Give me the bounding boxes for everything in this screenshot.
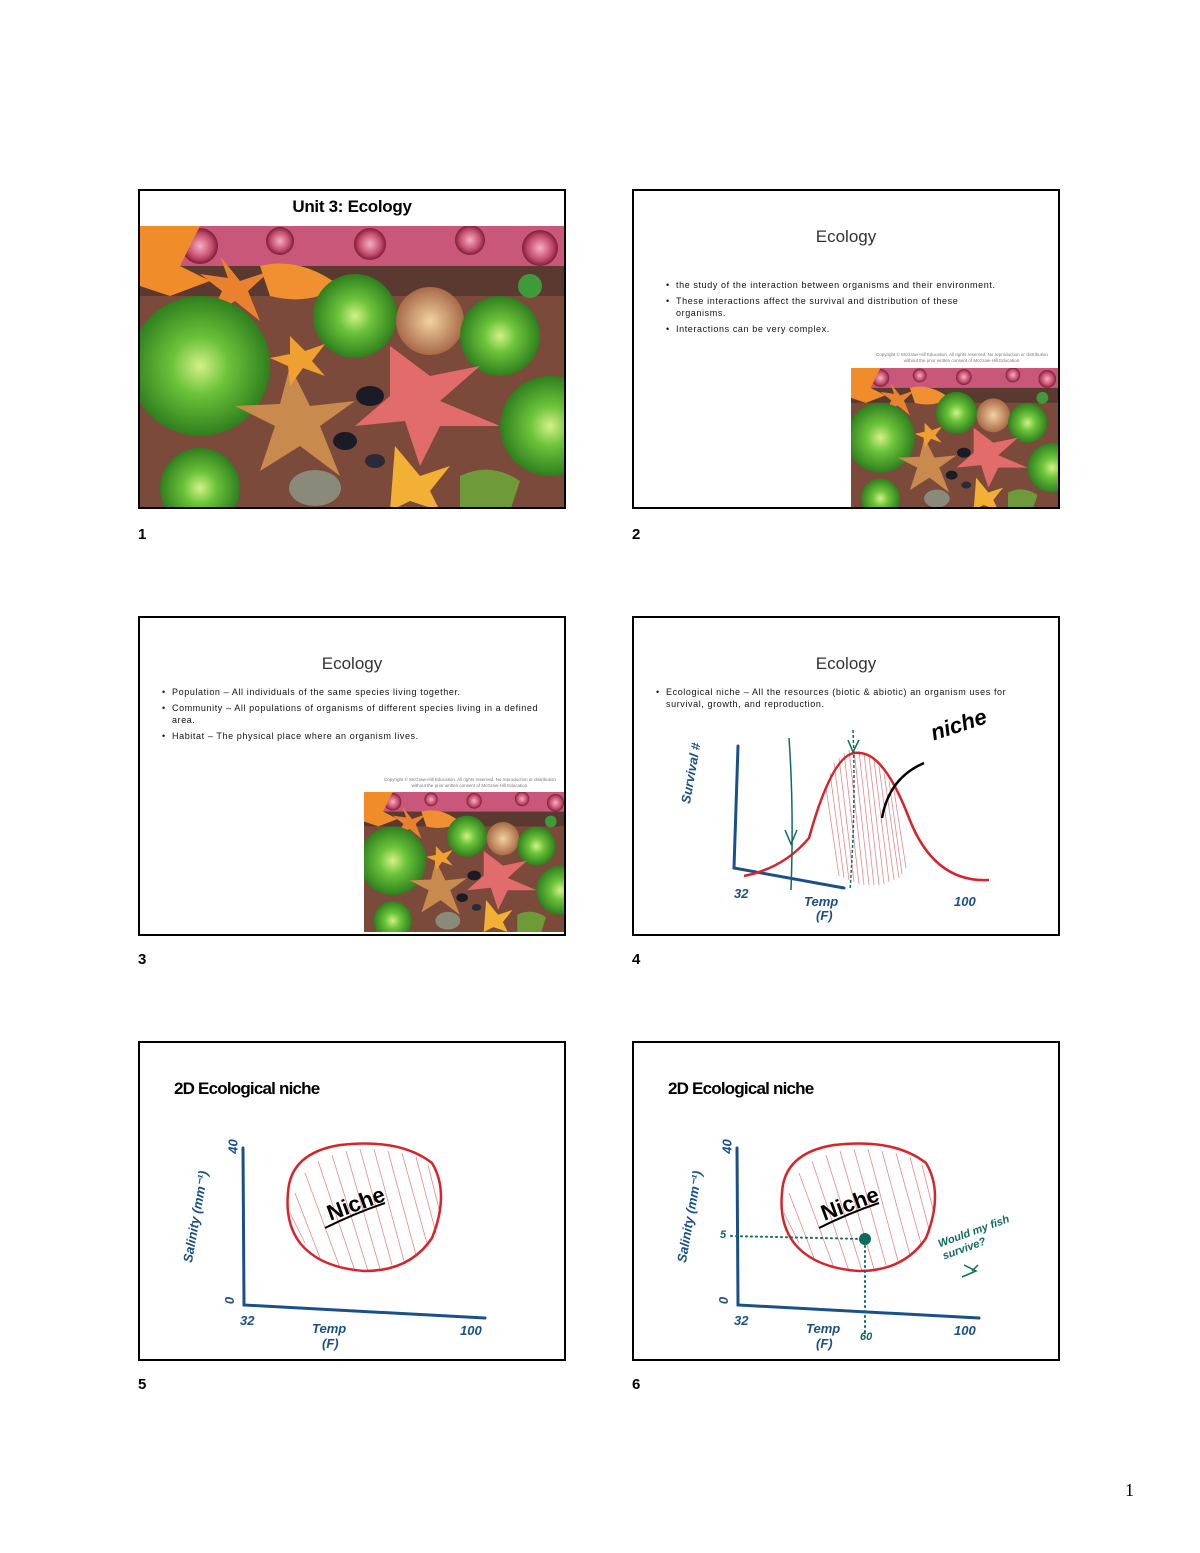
- slide-2: Ecology the study of the interaction bet…: [632, 189, 1060, 509]
- tidepool-photo: [140, 226, 564, 507]
- fish-conditions-point: [859, 1233, 871, 1245]
- x-axis-min-label: 32: [734, 1313, 749, 1328]
- question-arrow: [961, 1264, 979, 1278]
- salinity-guide: [730, 1235, 865, 1240]
- bullet-item: the study of the interaction between org…: [666, 279, 1006, 291]
- tidepool-photo: [364, 792, 564, 932]
- bullet-list: the study of the interaction between org…: [666, 279, 1006, 339]
- slide-4: Ecology Ecological niche – All the resou…: [632, 616, 1060, 936]
- y-axis-min-label: 0: [222, 1296, 238, 1305]
- y-axis-max-label: 40: [225, 1139, 241, 1154]
- slide-title: Ecology: [815, 654, 877, 673]
- slide-number: 3: [138, 951, 147, 968]
- slide-6: 2D Ecological niche Salinity (mm⁻¹) 40 0…: [632, 1041, 1060, 1361]
- axes: [735, 1146, 981, 1320]
- slide-number: 1: [138, 526, 147, 543]
- x-axis-max-label: 100: [954, 894, 976, 909]
- niche-hatching: [825, 749, 907, 886]
- bullet-item: Ecological niche – All the resources (bi…: [656, 686, 1041, 710]
- page-number: 1: [1125, 1480, 1134, 1500]
- niche-pointer: [880, 761, 925, 819]
- slide-number: 4: [632, 951, 641, 968]
- y-axis: [732, 744, 846, 890]
- slide-3: Ecology Population – All individuals of …: [138, 616, 566, 936]
- bullet-item: These interactions affect the survival a…: [666, 295, 1006, 319]
- tidepool-photo: [851, 368, 1058, 507]
- y-axis-min-label: 0: [716, 1296, 732, 1305]
- slide-number: 2: [632, 526, 641, 543]
- niche-underline: [324, 1202, 386, 1229]
- bullet-item: Community – All populations of organisms…: [162, 702, 547, 726]
- bullet-item: Interactions can be very complex.: [666, 323, 1006, 335]
- x-axis-unit-label: (F): [322, 1336, 339, 1351]
- lower-limit-arrow: [784, 829, 798, 846]
- x-axis-max-label: 100: [954, 1323, 976, 1338]
- copyright-notice: Copyright © McGraw-Hill Education. All r…: [384, 777, 556, 788]
- slide-title: 2D Ecological niche: [174, 1079, 320, 1098]
- x-axis-unit-label: (F): [816, 908, 833, 923]
- slide-title: Ecology: [815, 227, 877, 246]
- slide-5: 2D Ecological niche Salinity (mm⁻¹) 40 0…: [138, 1041, 566, 1361]
- slide-title: Unit 3: Ecology: [292, 197, 412, 216]
- niche-outline: [780, 1142, 937, 1273]
- niche-outline: [286, 1142, 443, 1273]
- niche-underline: [818, 1202, 880, 1229]
- optimum-arrow: [847, 739, 860, 754]
- x-axis-label: Temp: [806, 1321, 841, 1336]
- axes: [241, 1146, 487, 1320]
- bullet-list: Ecological niche – All the resources (bi…: [656, 686, 1041, 714]
- x-axis-mark-label: 60: [860, 1331, 873, 1343]
- slide-number: 6: [632, 1376, 641, 1393]
- x-axis-label: Temp: [312, 1321, 347, 1336]
- x-axis-min-label: 32: [734, 886, 749, 901]
- slide-1: Unit 3: Ecology: [138, 189, 566, 509]
- slide-title: 2D Ecological niche: [668, 1079, 814, 1098]
- lower-limit-line: [788, 737, 793, 891]
- niche-2d-sketch: [241, 1142, 487, 1320]
- x-axis-label: Temp: [804, 894, 839, 909]
- slide-number: 5: [138, 1376, 147, 1393]
- niche-2d-sketch: [730, 1142, 981, 1334]
- y-axis-mark-label: 5: [720, 1229, 727, 1241]
- copyright-notice: Copyright © McGraw-Hill Education. All r…: [876, 352, 1048, 363]
- x-axis-max-label: 100: [460, 1323, 482, 1338]
- bullet-item: Population – All individuals of the same…: [162, 686, 547, 698]
- niche-survival-sketch: [732, 729, 990, 891]
- x-axis-min-label: 32: [240, 1313, 255, 1328]
- x-axis-unit-label: (F): [816, 1336, 833, 1351]
- bullet-list: Population – All individuals of the same…: [162, 686, 547, 746]
- slide-title: Ecology: [321, 654, 383, 673]
- survival-curve: [743, 751, 990, 882]
- bullet-item: Habitat – The physical place where an or…: [162, 730, 547, 742]
- optimum-line: [849, 729, 855, 891]
- y-axis-max-label: 40: [719, 1139, 735, 1154]
